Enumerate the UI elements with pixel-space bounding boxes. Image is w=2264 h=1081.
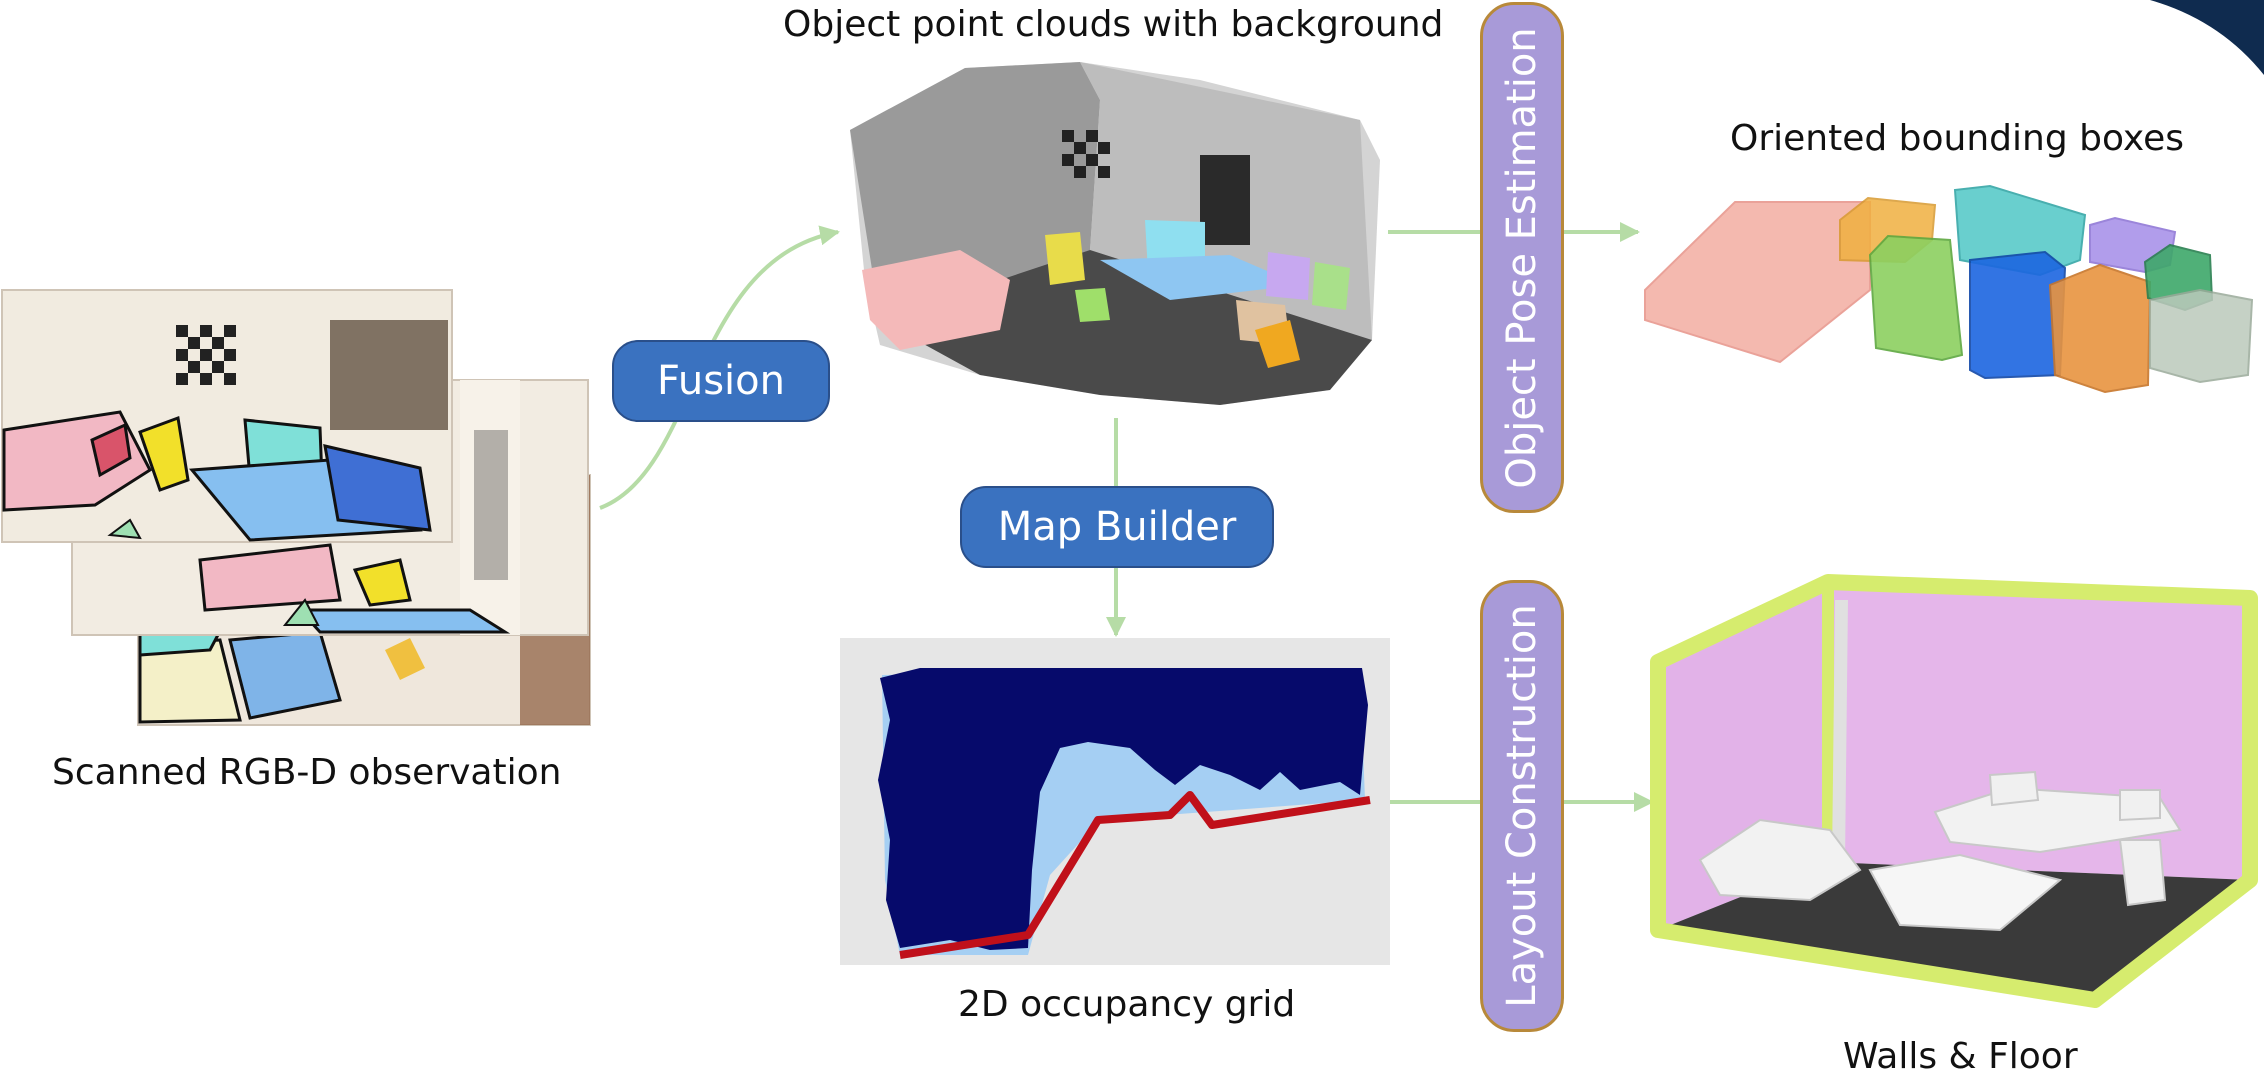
bounding-boxes-caption: Oriented bounding boxes — [1730, 118, 2185, 159]
layout-construction-label: Layout Construction — [1499, 604, 1545, 1008]
point-clouds-caption: Object point clouds with background — [783, 4, 1444, 45]
layout-construction-step: Layout Construction — [1480, 580, 1564, 1032]
walls-floor-caption: Walls & Floor — [1843, 1036, 2078, 1077]
map-builder-label: Map Builder — [997, 504, 1237, 550]
fusion-step: Fusion — [612, 340, 830, 422]
occupancy-grid-caption: 2D occupancy grid — [958, 984, 1296, 1025]
scanned-observation-caption: Scanned RGB-D observation — [52, 752, 562, 793]
map-builder-step: Map Builder — [960, 486, 1274, 568]
pose-estimation-label: Object Pose Estimation — [1499, 26, 1545, 489]
fusion-label: Fusion — [657, 358, 785, 404]
pose-estimation-step: Object Pose Estimation — [1480, 2, 1564, 513]
